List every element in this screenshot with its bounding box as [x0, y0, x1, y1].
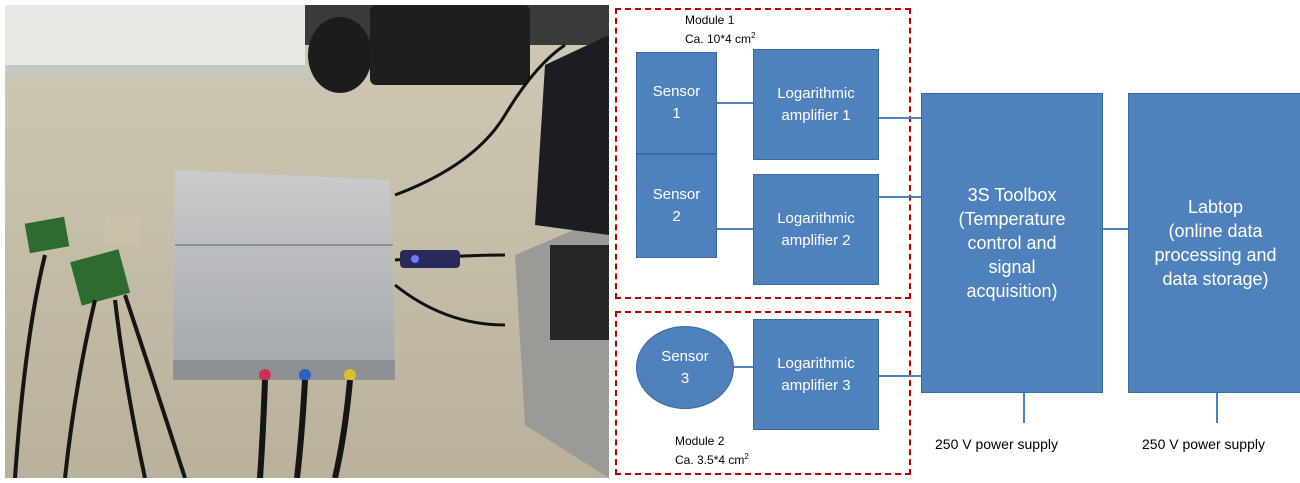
module1-label: Module 1 Ca. 10*4 cm2 [685, 13, 756, 46]
log-amplifier-3: Logarithmic amplifier 3 [753, 319, 879, 430]
sensor-1: Sensor 1 [636, 52, 717, 154]
external-drive [370, 5, 530, 85]
power-supply-label-1: 250 V power supply [935, 436, 1058, 452]
sensor-2: Sensor 2 [636, 154, 717, 258]
line-sensor1-amp1 [717, 102, 753, 104]
line-sensor3-amp3 [734, 366, 753, 368]
line-toolbox-power [1023, 393, 1025, 423]
lab-setup-photo [5, 5, 609, 478]
module1-border [615, 8, 911, 299]
laptop-box: Labtop (online data processing and data … [1128, 93, 1300, 393]
power-supply-label-2: 250 V power supply [1142, 436, 1265, 452]
photo-scene [5, 5, 609, 478]
paper-stack [5, 5, 305, 75]
module2-border [615, 311, 911, 475]
log-amplifier-1: Logarithmic amplifier 1 [753, 49, 879, 160]
line-sensor2-amp2 [717, 228, 753, 230]
line-toolbox-laptop [1103, 228, 1128, 230]
line-laptop-power [1216, 393, 1218, 423]
line-amp2-toolbox [879, 196, 921, 198]
module2-label: Module 2 Ca. 3.5*4 cm2 [675, 434, 749, 467]
block-diagram: Module 1 Ca. 10*4 cm2 Module 2 Ca. 3.5*4… [609, 0, 1300, 483]
line-amp3-toolbox [879, 375, 921, 377]
line-amp1-toolbox [879, 117, 921, 119]
mouse [308, 17, 372, 93]
toolbox-device [173, 170, 395, 380]
log-amplifier-2: Logarithmic amplifier 2 [753, 174, 879, 285]
sensor-3: Sensor 3 [636, 326, 734, 409]
3s-toolbox: 3S Toolbox (Temperature control and sign… [921, 93, 1103, 393]
